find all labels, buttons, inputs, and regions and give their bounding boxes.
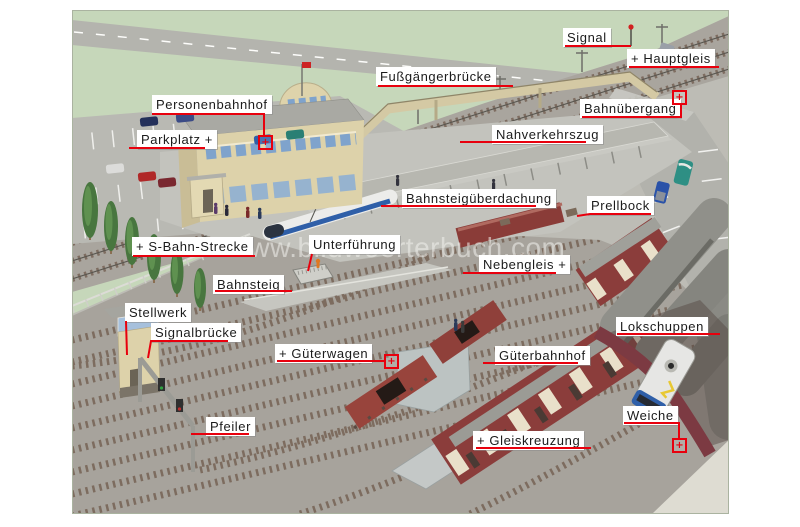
label-signalbruecke[interactable]: Signalbrücke <box>151 323 242 342</box>
label-gleiskreuzung[interactable]: + Gleiskreuzung <box>473 431 585 450</box>
label-unterfuehrung[interactable]: Unterführung <box>309 235 401 254</box>
poplar-trees <box>82 182 206 311</box>
label-personenbahnhof[interactable]: Personenbahnhof <box>152 95 272 114</box>
marker-bahnuebergang-plus[interactable]: + <box>672 90 687 105</box>
signal-mast <box>628 24 634 46</box>
label-fussgaengerbruecke[interactable]: Fußgängerbrücke <box>376 67 496 86</box>
label-gueterwagen[interactable]: + Güterwagen <box>275 344 373 363</box>
marker-personenbahnhof-plus[interactable]: + <box>258 135 273 150</box>
label-lokschuppen[interactable]: Lokschuppen <box>616 317 708 336</box>
label-bahnsteig[interactable]: Bahnsteig <box>213 275 285 294</box>
label-nahverkehrszug[interactable]: Nahverkehrszug <box>492 125 604 144</box>
roundhouse <box>593 198 729 458</box>
label-weiche[interactable]: Weiche <box>623 406 678 425</box>
sbahn-train <box>262 189 398 241</box>
label-s-bahn-strecke[interactable]: + S-Bahn-Strecke <box>132 237 253 256</box>
marker-weiche-plus[interactable]: + <box>672 438 687 453</box>
label-pfeiler[interactable]: Pfeiler <box>206 417 256 436</box>
marker-gueterwagen-plus[interactable]: + <box>384 354 399 369</box>
island-platform <box>240 263 452 311</box>
people <box>214 174 496 333</box>
label-signal[interactable]: Signal <box>563 28 611 47</box>
label-prellbock[interactable]: Prellbock <box>587 196 654 215</box>
kiosk <box>186 173 227 219</box>
scene-border <box>72 10 729 514</box>
label-nebengleis[interactable]: Nebengleis + <box>479 255 571 274</box>
underpass-stairs <box>292 258 334 285</box>
label-stellwerk[interactable]: Stellwerk <box>125 303 192 322</box>
ground-corner <box>652 440 729 514</box>
label-parkplatz[interactable]: Parkplatz + <box>137 130 217 149</box>
boxcars <box>344 202 565 430</box>
label-bahnsteigueberdachung[interactable]: Bahnsteigüberdachung <box>402 189 556 208</box>
buffer-stop <box>499 207 578 227</box>
station-building <box>178 62 365 228</box>
label-gueterbahnhof[interactable]: Güterbahnhof <box>495 346 590 365</box>
label-hauptgleis[interactable]: + Hauptgleis <box>627 49 715 68</box>
label-bahnuebergang[interactable]: Bahnübergang <box>580 99 681 118</box>
footbridge <box>348 71 660 147</box>
